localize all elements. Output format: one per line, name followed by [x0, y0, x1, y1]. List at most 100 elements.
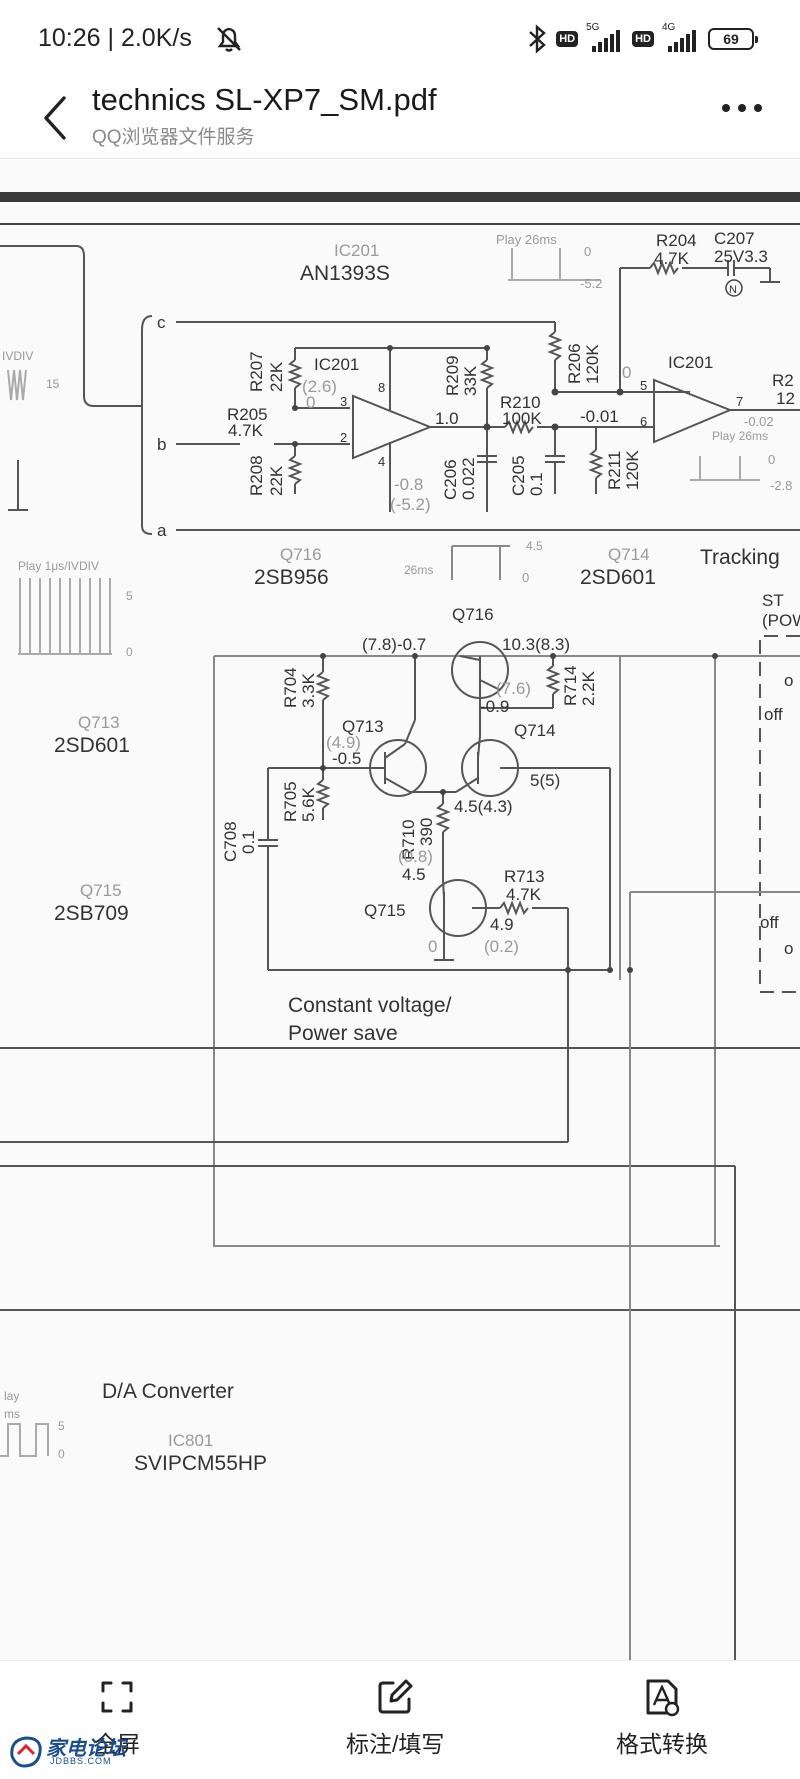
label-st: ST [762, 591, 784, 610]
label-n-mark: N [729, 284, 737, 296]
label-v49a: (4.9) [326, 733, 361, 752]
label-v0-b: 0 [622, 363, 631, 382]
label-r710-val: 390 [417, 818, 436, 846]
forum-watermark: 家电论坛 JDBBS.COM [6, 1730, 126, 1774]
label-v0-e: 0 [428, 937, 437, 956]
bluetooth-icon [529, 24, 547, 54]
label-da-converter: D/A Converter [102, 1380, 234, 1403]
annotate-button[interactable]: 标注/填写 [346, 1675, 444, 1765]
label-pin5: 5 [640, 378, 647, 393]
label-v4543: 4.5(4.3) [454, 797, 513, 816]
back-arrow-icon[interactable] [36, 90, 76, 146]
label-v-neg001: -0.01 [580, 407, 619, 426]
label-c205: C205 [509, 455, 528, 496]
label-pin6: 6 [640, 414, 647, 429]
label-node-a: a [157, 521, 167, 540]
label-q716: Q716 [452, 605, 494, 624]
label-v0-d: 0 [522, 570, 529, 585]
label-v0-c: 0 [768, 452, 775, 467]
label-play1us: Play 1μs/IVDIV [18, 559, 99, 573]
pdf-viewer[interactable]: IC201 AN1393S Play 26ms 0 -5.2 R204 4.7K… [0, 160, 800, 1660]
label-v55: 5(5) [530, 771, 560, 790]
label-r704: R704 [281, 667, 300, 708]
label-r705: R705 [281, 781, 300, 822]
label-c206: C206 [441, 459, 460, 500]
label-play-bottom: lay [4, 1389, 19, 1403]
label-r714-val: 2.2K [579, 670, 598, 706]
label-node-b: b [157, 435, 166, 454]
label-v0-a: 0 [306, 393, 315, 412]
signal-icon: 5G [586, 22, 624, 52]
label-ic201-top: IC201 [334, 241, 379, 260]
label-power-save: Power save [288, 1022, 398, 1045]
battery-icon: 69 [708, 28, 758, 50]
label-ic201-mid: IC201 [314, 355, 359, 374]
label-v5-left: 5 [126, 589, 133, 603]
label-constant-voltage: Constant voltage/ [288, 994, 452, 1017]
label-r205-val: 4.7K [228, 421, 264, 440]
fullscreen-button[interactable]: 全屏 [94, 1675, 140, 1765]
label-r207: R207 [247, 351, 266, 392]
label-v0-top: 0 [584, 244, 591, 259]
document-title: technics SL-XP7_SM.pdf [92, 82, 437, 117]
label-v26: (2.6) [302, 377, 337, 396]
pdf-convert-icon [646, 1679, 680, 1717]
label-pow: (POW [762, 611, 800, 630]
app-header: technics SL-XP7_SM.pdf QQ浏览器文件服务 [0, 78, 800, 159]
label-v-neg002: -0.02 [744, 414, 774, 429]
label-svi-pcm: SVIPCM55HP [134, 1452, 267, 1475]
label-c708: C708 [221, 821, 240, 862]
label-node-c: c [157, 313, 166, 332]
label-q715: Q715 [364, 901, 406, 920]
label-r713-val: 4.7K [506, 885, 542, 904]
label-r705-val: 5.6K [299, 786, 318, 822]
label-q714: Q714 [514, 721, 556, 740]
label-r210: R210 [500, 393, 541, 412]
hd-badge: HD [556, 31, 579, 47]
label-o2: o [784, 939, 793, 958]
label-v-neg08: -0.8 [394, 475, 423, 494]
label-pin4: 4 [378, 454, 385, 469]
label-v10: 1.0 [435, 409, 459, 428]
status-icons: HD 5G HD 4G 69 [526, 22, 758, 56]
label-r210-val: 100K [502, 409, 542, 428]
label-o1: o [784, 671, 793, 690]
label-v78: (7.8)-0.7 [362, 635, 426, 654]
format-convert-button[interactable]: 格式转换 [616, 1675, 708, 1765]
label-v-neg52b: (-5.2) [390, 495, 431, 514]
label-c205-val: 0.1 [527, 472, 546, 496]
label-v15: 15 [46, 377, 60, 391]
label-play26ms-top: Play 26ms [496, 232, 557, 247]
label-pin3: 3 [340, 394, 347, 409]
label-r207-val: 22K [267, 361, 286, 392]
label-r208-val: 22K [267, 465, 286, 496]
label-v45-top: 4.5 [526, 539, 543, 553]
label-v-neg52: -5.2 [580, 276, 602, 291]
label-q715-left: Q715 [80, 881, 122, 900]
label-off2: off [760, 913, 779, 932]
label-r714: R714 [561, 665, 580, 706]
label-r209-val: 33K [461, 365, 480, 396]
label-q716-top: Q716 [280, 545, 322, 564]
label-r209: R209 [443, 355, 462, 396]
label-r2x-val: 12 [776, 389, 795, 408]
forum-logo-icon [10, 1736, 42, 1768]
label-ivdiv-left: IVDIV [2, 349, 33, 363]
mute-bell-icon [217, 27, 241, 52]
label-ic201-right: IC201 [668, 353, 713, 372]
label-q714-top: Q714 [608, 545, 650, 564]
label-c207: C207 [714, 229, 755, 248]
label-r211-val: 120K [623, 450, 642, 490]
label-sd601-left: 2SD601 [54, 734, 130, 757]
label-pin7: 7 [736, 394, 743, 409]
label-c708-val: 0.1 [239, 830, 258, 854]
label-pin8: 8 [378, 380, 385, 395]
more-options-icon[interactable] [722, 104, 762, 118]
label-v0-bottom: 0 [58, 1447, 65, 1461]
bottom-toolbar: 全屏 标注/填写 格式转换 [0, 1660, 800, 1779]
label-v103: 10.3(8.3) [502, 635, 570, 654]
label-v76: (7.6) [496, 679, 531, 698]
signal-icon-2: 4G [662, 22, 700, 52]
document-subtitle: QQ浏览器文件服务 [92, 127, 255, 148]
label-pin2: 2 [340, 430, 347, 445]
